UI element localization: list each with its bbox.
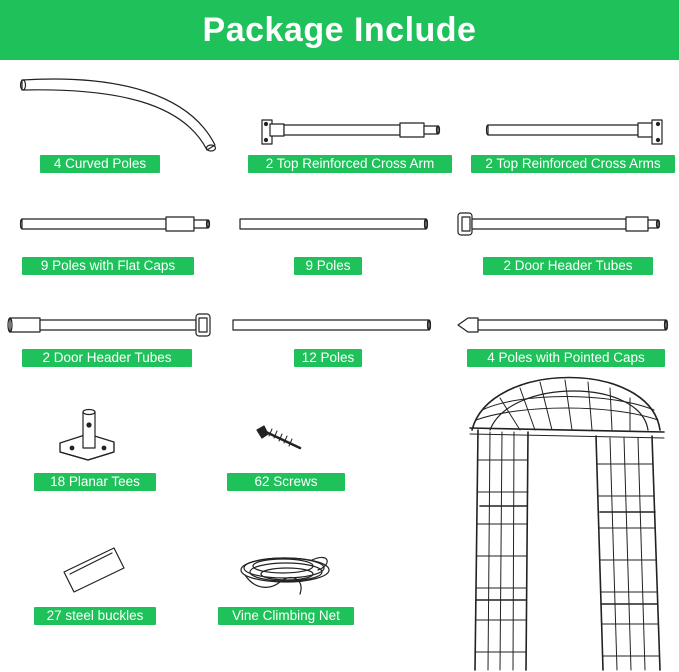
label-top-reinforced-cross-arms: 2 Top Reinforced Cross Arms	[471, 155, 675, 173]
label-planar-tees: 18 Planar Tees	[34, 473, 156, 491]
door-header-tube-icon	[457, 212, 661, 236]
label-steel-buckles: 27 steel buckles	[34, 607, 156, 625]
planar-tee-icon	[59, 408, 115, 461]
label-vine-climbing-net: Vine Climbing Net	[218, 607, 354, 625]
curved-pole-icon	[19, 78, 217, 152]
page-title: Package Include	[0, 0, 679, 60]
screw-icon	[256, 425, 302, 450]
flat-cap-pole-icon	[19, 216, 211, 232]
climbing-net-icon	[240, 556, 330, 595]
pointed-cap-pole-icon	[457, 317, 669, 333]
label-top-reinforced-cross-arm: 2 Top Reinforced Cross Arm	[248, 155, 452, 173]
garden-arch-icon	[469, 376, 665, 671]
label-9-poles: 9 Poles	[294, 257, 362, 275]
cross-arm-left-icon	[261, 119, 441, 145]
label-door-header-tubes-2: 2 Door Header Tubes	[22, 349, 192, 367]
label-curved-poles: 4 Curved Poles	[40, 155, 160, 173]
pole-short-icon	[232, 319, 432, 331]
cross-arm-right-icon	[485, 119, 663, 145]
label-12-poles: 12 Poles	[294, 349, 362, 367]
steel-buckle-icon	[63, 547, 125, 593]
label-poles-pointed-caps: 4 Poles with Pointed Caps	[467, 349, 665, 367]
pole-icon	[239, 218, 429, 230]
door-header-tube-alt-icon	[7, 313, 211, 337]
label-poles-flat-caps: 9 Poles with Flat Caps	[22, 257, 194, 275]
label-door-header-tubes-1: 2 Door Header Tubes	[483, 257, 653, 275]
label-screws: 62 Screws	[227, 473, 345, 491]
